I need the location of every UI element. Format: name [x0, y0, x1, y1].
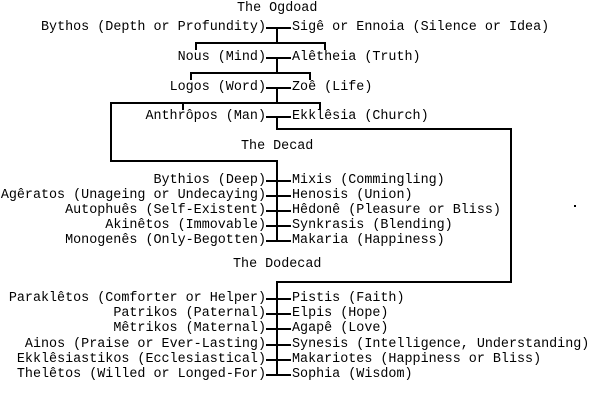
- descent-line: [195, 42, 197, 50]
- aeon-name-right: Makaria (Happiness): [292, 233, 445, 248]
- sibling-bracket-line: [190, 72, 311, 74]
- pair-connector-line: [266, 57, 291, 59]
- aeon-name-left: Mêtrikos (Maternal): [113, 321, 266, 336]
- descent-line: [276, 88, 278, 103]
- aeon-name-left: Akinêtos (Immovable): [105, 218, 266, 233]
- aeon-name-right: Henosis (Union): [292, 188, 413, 203]
- aeon-name-left: Ekklêsiastikos (Ecclesiastical): [16, 352, 266, 367]
- dodecad-trunk-line: [510, 128, 512, 283]
- aeon-name-right: Synkrasis (Blending): [292, 218, 453, 233]
- aeon-name-right: Mixis (Commingling): [292, 173, 445, 188]
- aeon-name-right: Ekklêsia (Church): [292, 109, 429, 124]
- aeon-name-left: Thelêtos (Willed or Longed-For): [16, 367, 266, 382]
- dodecad-spine-line: [276, 281, 278, 376]
- aeon-name-left: Autophuês (Self-Existent): [65, 203, 266, 218]
- pair-connector-line: [266, 210, 291, 212]
- pair-connector-line: [266, 180, 291, 182]
- section-title-dodecad: The Dodecad: [233, 257, 322, 272]
- decad-feed-line: [110, 160, 278, 162]
- pair-connector-line: [266, 240, 291, 242]
- aeon-name-left: Ainos (Praise or Ever-Lasting): [24, 337, 266, 352]
- pair-connector-line: [266, 344, 291, 346]
- descent-line: [182, 102, 184, 110]
- descent-line: [276, 28, 278, 43]
- aeon-name-left: Logos (Word): [169, 80, 266, 95]
- aeon-name-left: Bythos (Depth or Profundity): [41, 20, 266, 35]
- pair-connector-line: [266, 359, 291, 361]
- section-title-decad: The Decad: [241, 139, 314, 154]
- pair-connector-line: [266, 27, 291, 29]
- aeon-name-left: Patrikos (Paternal): [113, 306, 266, 321]
- pair-connector-line: [266, 328, 291, 330]
- pair-connector-line: [266, 116, 291, 118]
- aeon-name-left: Nous (Mind): [177, 50, 266, 65]
- aeon-name-left: Monogenês (Only-Begotten): [65, 233, 266, 248]
- dodecad-feed-line: [276, 128, 512, 130]
- pair-connector-line: [266, 298, 291, 300]
- aeon-name-left: Anthrôpos (Man): [145, 109, 266, 124]
- descent-line: [190, 72, 192, 80]
- section-title-ogdoad: The Ogdoad: [237, 1, 318, 16]
- descent-line: [276, 117, 278, 129]
- aeon-name-right: Zoê (Life): [292, 80, 373, 95]
- decad-spine-line: [276, 160, 278, 242]
- aeon-name-right: Alêtheia (Truth): [292, 50, 421, 65]
- sibling-bracket-line: [110, 102, 321, 104]
- aeon-name-right: Makariotes (Happiness or Bliss): [292, 352, 542, 367]
- aeon-name-left: Bythios (Deep): [153, 173, 267, 188]
- aeon-name-left: Paraklêtos (Comforter or Helper): [8, 291, 266, 306]
- descent-line: [319, 102, 321, 110]
- aeon-name-right: Hêdonê (Pleasure or Bliss): [292, 203, 501, 218]
- decad-trunk-line: [110, 102, 112, 162]
- descent-line: [276, 58, 278, 73]
- speck-artifact: [574, 205, 576, 207]
- aeon-name-right: Pistis (Faith): [292, 291, 405, 306]
- aeon-name-right: Elpis (Hope): [292, 306, 389, 321]
- aeon-name-right: Sigê or Ennoia (Silence or Idea): [292, 20, 550, 35]
- aeon-name-left: Agêratos (Unageing or Undecaying): [0, 188, 266, 203]
- pair-connector-line: [266, 87, 291, 89]
- descent-line: [324, 42, 326, 50]
- aeon-name-right: Synesis (Intelligence, Understanding): [292, 337, 590, 352]
- pair-connector-line: [266, 313, 291, 315]
- aeon-name-right: Agapê (Love): [292, 321, 389, 336]
- dodecad-return-line: [276, 281, 512, 283]
- sibling-bracket-line: [195, 42, 326, 44]
- pair-connector-line: [266, 225, 291, 227]
- descent-line: [309, 72, 311, 80]
- pair-connector-line: [266, 195, 291, 197]
- aeon-name-right: Sophia (Wisdom): [292, 367, 413, 382]
- pair-connector-line: [266, 374, 291, 376]
